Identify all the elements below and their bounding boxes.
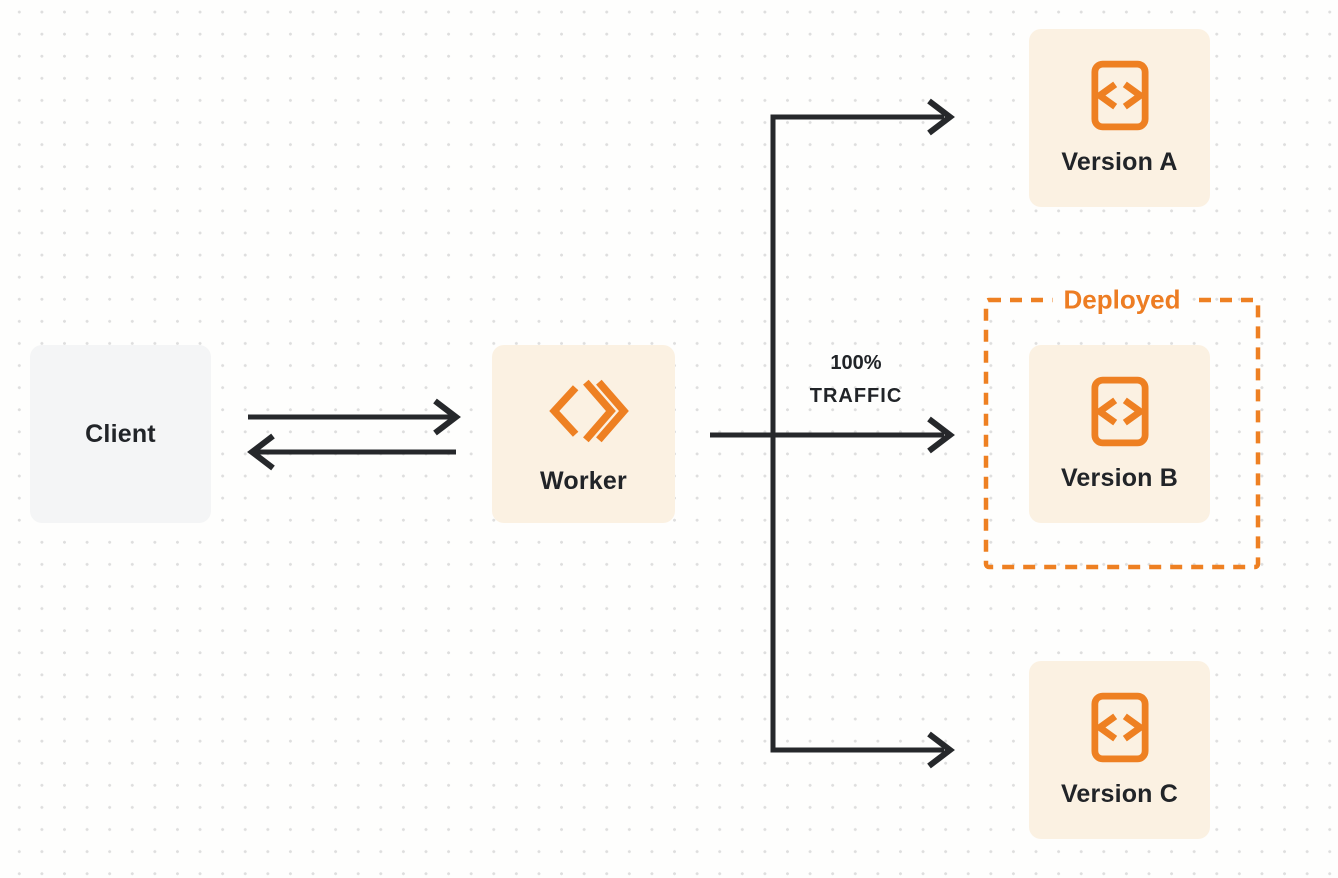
worker-label: Worker: [540, 467, 627, 495]
arrow-client-to-worker: [248, 398, 461, 436]
version-c-label: Version C: [1060, 779, 1179, 808]
code-file-icon: [1090, 60, 1149, 130]
node-client: Client: [30, 345, 211, 523]
node-worker: Worker: [492, 345, 675, 523]
traffic-word: TRAFFIC: [809, 385, 903, 407]
client-label: Client: [85, 419, 156, 448]
node-version-b: Version B: [1029, 345, 1210, 523]
version-b-label: Version B: [1060, 463, 1179, 492]
traffic-annotation: 100% TRAFFIC: [810, 347, 903, 413]
arrow-worker-to-client: [247, 433, 456, 471]
traffic-percent: 100%: [830, 352, 882, 374]
workers-logo-icon: [548, 379, 629, 443]
deployed-group-label: Deployed: [1052, 282, 1192, 318]
arrow-to-version-a: [927, 98, 955, 136]
code-file-icon: [1090, 692, 1149, 762]
arrow-to-version-c: [927, 731, 955, 769]
node-version-a: Version A: [1029, 29, 1210, 207]
version-a-label: Version A: [1061, 147, 1178, 176]
code-file-icon: [1090, 376, 1149, 446]
node-version-c: Version C: [1029, 661, 1210, 839]
fanout-trunk-line: [710, 114, 944, 753]
arrow-to-version-b: [927, 416, 955, 454]
